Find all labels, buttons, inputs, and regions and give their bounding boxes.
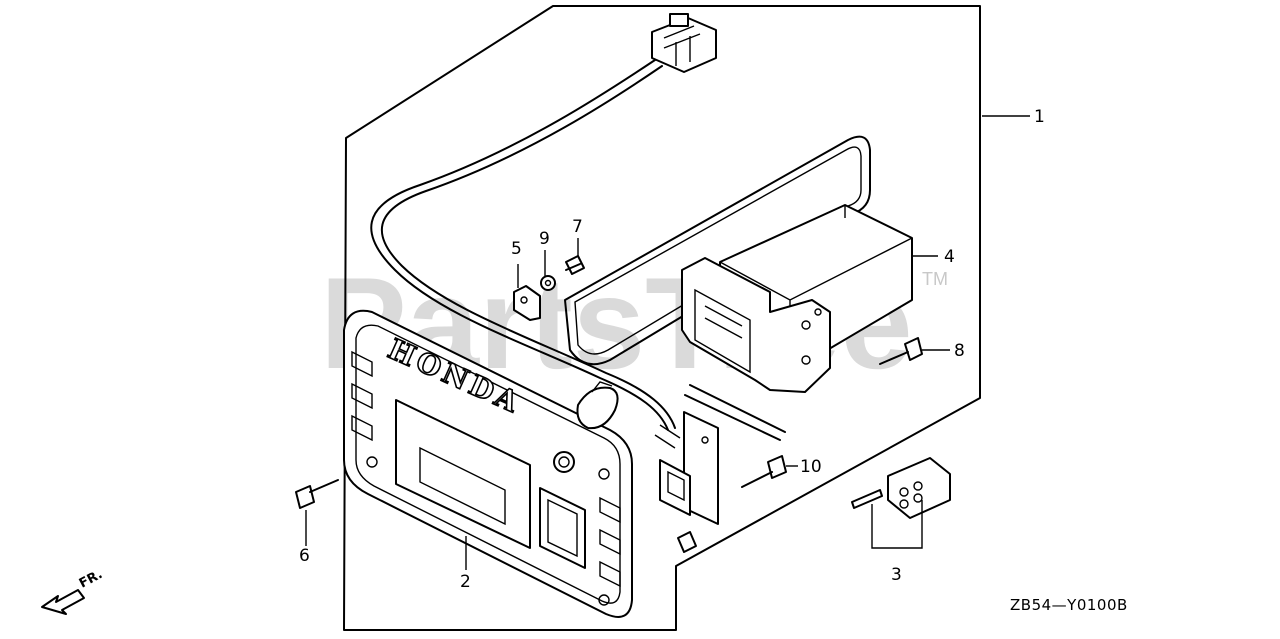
callout-6: 6 [299, 546, 310, 566]
wire-clamp [576, 381, 619, 430]
arrow-icon [41, 589, 85, 615]
front-direction-arrow: FR. [41, 567, 105, 615]
callout-2: 2 [460, 572, 471, 592]
callout-9: 9 [539, 229, 550, 249]
callout-10: 10 [800, 457, 822, 477]
screw-part-7 [565, 255, 585, 275]
connector-part-3 [851, 457, 951, 519]
lead-wires [684, 384, 786, 441]
wire-harness [370, 13, 717, 431]
watermark-trademark: TM [922, 269, 948, 289]
callout-1: 1 [1034, 107, 1045, 127]
meter-box [681, 204, 913, 393]
screw-part-6 [295, 479, 339, 509]
screw-part-8 [879, 337, 923, 365]
callout-8: 8 [954, 341, 965, 361]
harness-connector [651, 13, 717, 73]
diagram-code: ZB54—Y0100B [1010, 596, 1128, 614]
grommet [677, 531, 697, 553]
callout-7: 7 [572, 217, 583, 237]
screw-part-10 [741, 455, 787, 488]
callout-5: 5 [511, 239, 522, 259]
washer-part-9 [540, 275, 556, 291]
control-panel: HONDA [343, 309, 633, 618]
callout-4: 4 [944, 247, 955, 267]
bracket-part-5 [513, 285, 541, 321]
switch-board [654, 411, 719, 525]
assembly-boundary [343, 5, 981, 631]
callout-labels: 1 2 3 4 5 6 7 8 9 10 [299, 107, 1045, 592]
gasket [564, 135, 871, 366]
leader-lines [305, 115, 1030, 570]
callout-3: 3 [891, 565, 902, 585]
direction-label: FR. [77, 567, 105, 592]
